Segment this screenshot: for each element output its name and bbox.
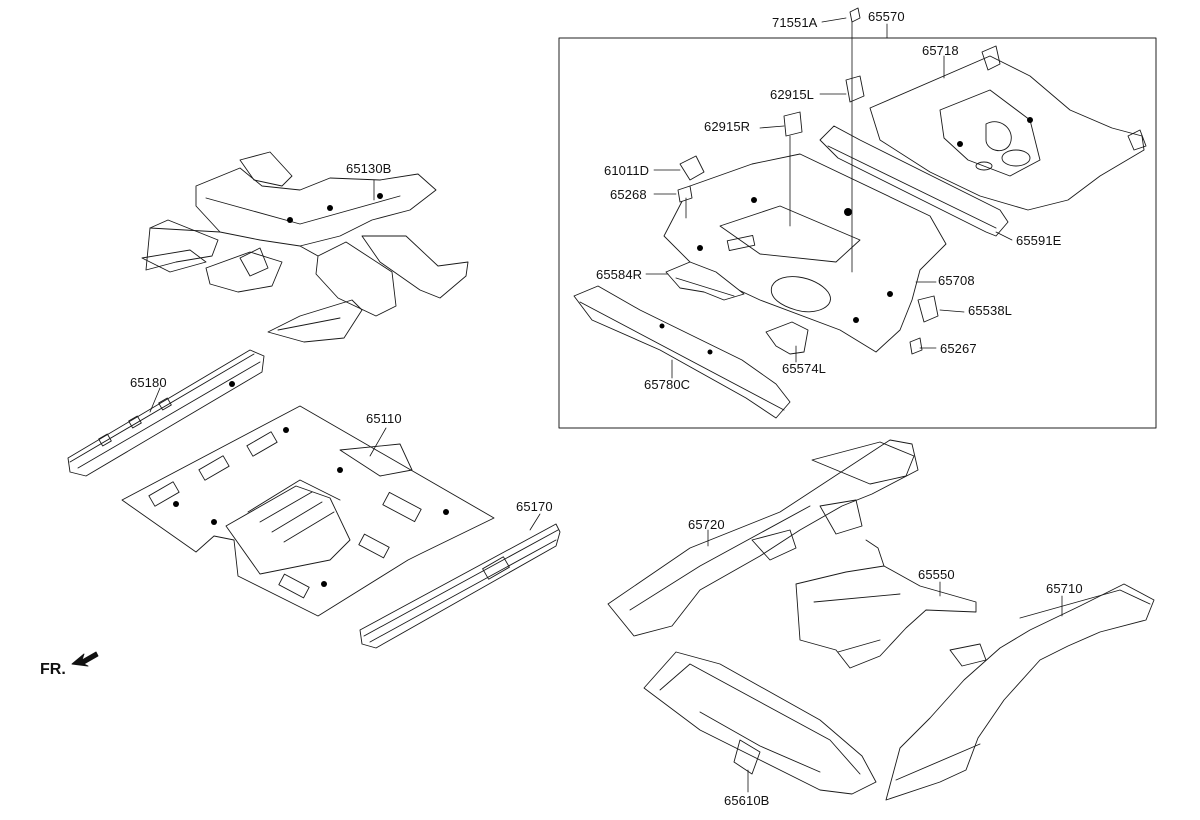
part-65710-rear-side-member (885, 583, 1155, 801)
part-65574l-bracket (765, 321, 809, 355)
label-62915l: 62915L (770, 87, 814, 102)
label-65574l: 65574L (782, 361, 826, 376)
label-65170: 65170 (516, 499, 553, 514)
part-65780c-crossmember (573, 285, 791, 419)
label-65538l: 65538L (968, 303, 1012, 318)
part-65130b-cross-member-assembly (141, 151, 469, 343)
label-65584r: 65584R (596, 267, 643, 282)
label-65267: 65267 (940, 341, 977, 356)
label-65708: 65708 (938, 273, 975, 288)
leader-lines (149, 17, 1063, 793)
label-65591e: 65591E (1016, 233, 1062, 248)
front-arrow-icon (71, 651, 99, 667)
part-65584r-bracket (665, 261, 745, 301)
label-65710: 65710 (1046, 581, 1083, 596)
part-65180-side-sill (67, 349, 265, 477)
label-65720: 65720 (688, 517, 725, 532)
rear-floor-group-frame (558, 37, 1157, 429)
label-65550: 65550 (918, 567, 955, 582)
part-65720-rear-side-member (607, 439, 919, 637)
part-65708-rear-floor (663, 153, 947, 353)
part-65267-bracket (909, 337, 923, 355)
part-71551a-clip (849, 7, 861, 23)
part-62915r-bracket (783, 111, 803, 137)
part-65110-center-floor-panel (121, 405, 495, 617)
part-65591e-rear-crossmember (819, 125, 1009, 237)
part-62915l-bracket (845, 75, 865, 103)
label-65110: 65110 (366, 411, 402, 426)
front-indicator-label: FR. (40, 661, 66, 678)
part-65550-rear-cross-member (795, 539, 977, 669)
label-65130b: 65130B (346, 161, 392, 176)
label-61011d: 61011D (604, 163, 650, 178)
part-65268-bracket (677, 185, 693, 203)
label-65180: 65180 (130, 375, 167, 390)
label-65570: 65570 (868, 9, 905, 24)
label-65780c: 65780C (644, 377, 691, 392)
part-65538l-bracket (917, 295, 939, 323)
label-65718: 65718 (922, 43, 959, 58)
label-65610b: 65610B (724, 793, 770, 808)
part-65610b-rear-floor-member (643, 651, 877, 795)
part-65170-side-sill (359, 523, 561, 649)
label-62915r: 62915R (704, 119, 751, 134)
part-61011d-bracket (679, 155, 705, 181)
label-71551a: 71551A (772, 15, 818, 30)
part-65718-rear-floor-panel (869, 45, 1147, 211)
label-65268: 65268 (610, 187, 647, 202)
